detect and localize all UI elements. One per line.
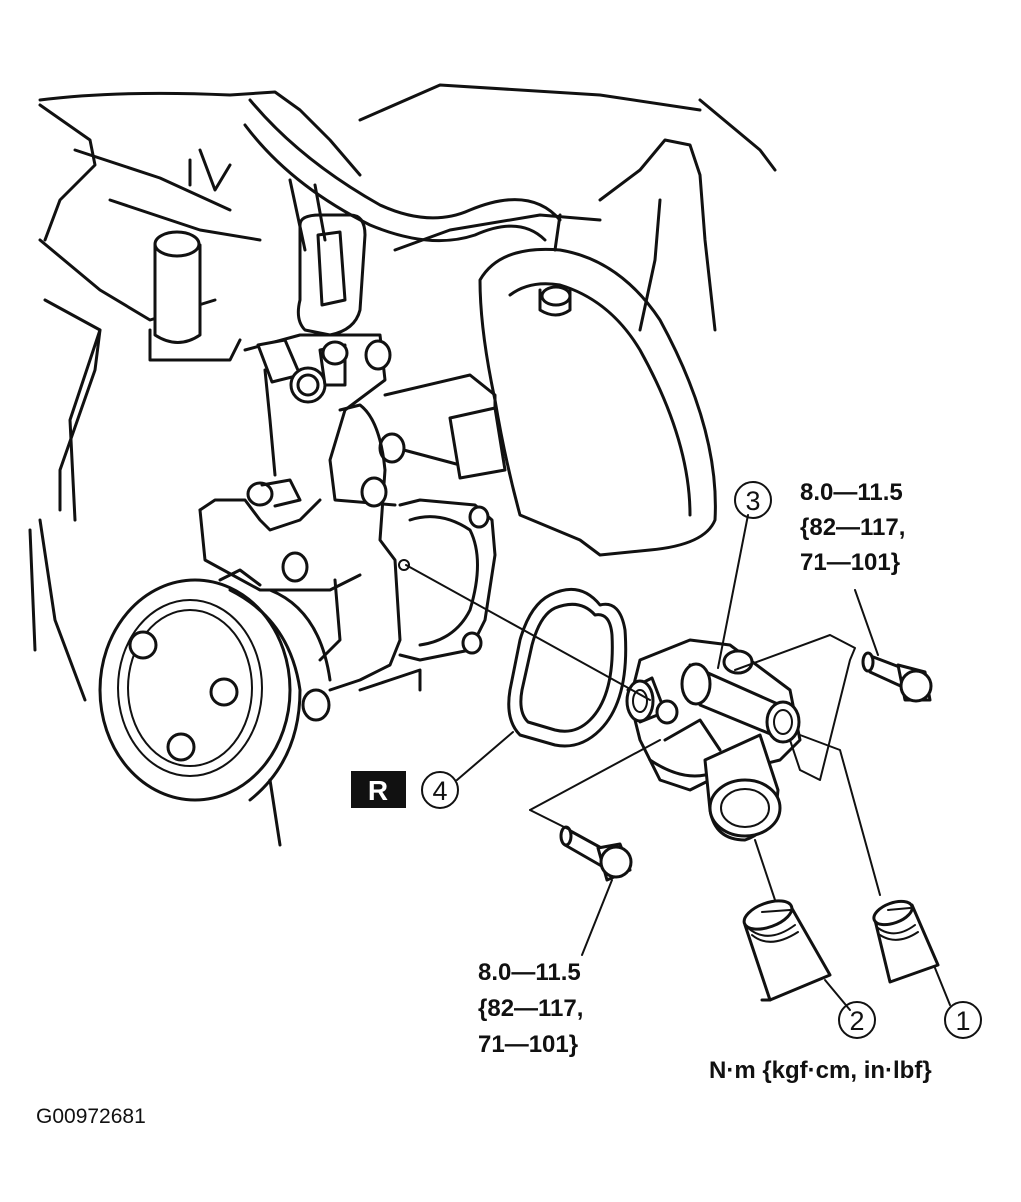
callout-1-label: 1	[955, 1006, 970, 1036]
gasket-leader	[456, 731, 514, 781]
bolt-upper-leaders	[734, 589, 881, 896]
torque-top-line1: 8.0—11.5	[800, 479, 903, 506]
bolt-upper	[861, 651, 933, 703]
figure-id: G00972681	[36, 1105, 146, 1128]
callout-3-circle	[734, 481, 772, 519]
temp-sender	[378, 373, 507, 480]
torque-top-line3: 71—101}	[800, 549, 900, 576]
timing-cover	[478, 213, 717, 557]
callout-4-label: 4	[432, 776, 447, 806]
callout-2-label: 2	[849, 1006, 864, 1036]
engine-block-outline	[28, 83, 777, 702]
hose-1	[872, 899, 951, 1006]
callout-3-label: 3	[745, 486, 760, 516]
bolt-lower-leaders	[529, 739, 661, 956]
units-note: N·m {kgf·cm, in·lbf}	[709, 1057, 932, 1084]
torque-top-line2: {82—117,	[800, 514, 905, 541]
torque-bottom-line3: 71—101}	[478, 1031, 578, 1058]
hose-2	[742, 899, 851, 1011]
alignment-line	[405, 564, 651, 701]
bolt-lower	[559, 825, 633, 882]
housing-leader	[717, 514, 749, 669]
callout-2-circle	[838, 1001, 876, 1039]
callout-1-circle	[944, 1001, 982, 1039]
replace-badge-label: R	[368, 775, 388, 806]
outlet-leader	[754, 839, 776, 901]
water-pump-pulley	[98, 568, 332, 847]
gasket	[507, 587, 628, 748]
replace-badge-box	[351, 771, 406, 808]
sensor-connector	[148, 230, 242, 362]
thermostat-housing	[625, 638, 802, 842]
torque-bottom-line1: 8.0—11.5	[478, 959, 581, 986]
water-pump-body	[198, 213, 497, 692]
callout-4-circle	[421, 771, 459, 809]
torque-bottom-line2: {82—117,	[478, 995, 583, 1022]
